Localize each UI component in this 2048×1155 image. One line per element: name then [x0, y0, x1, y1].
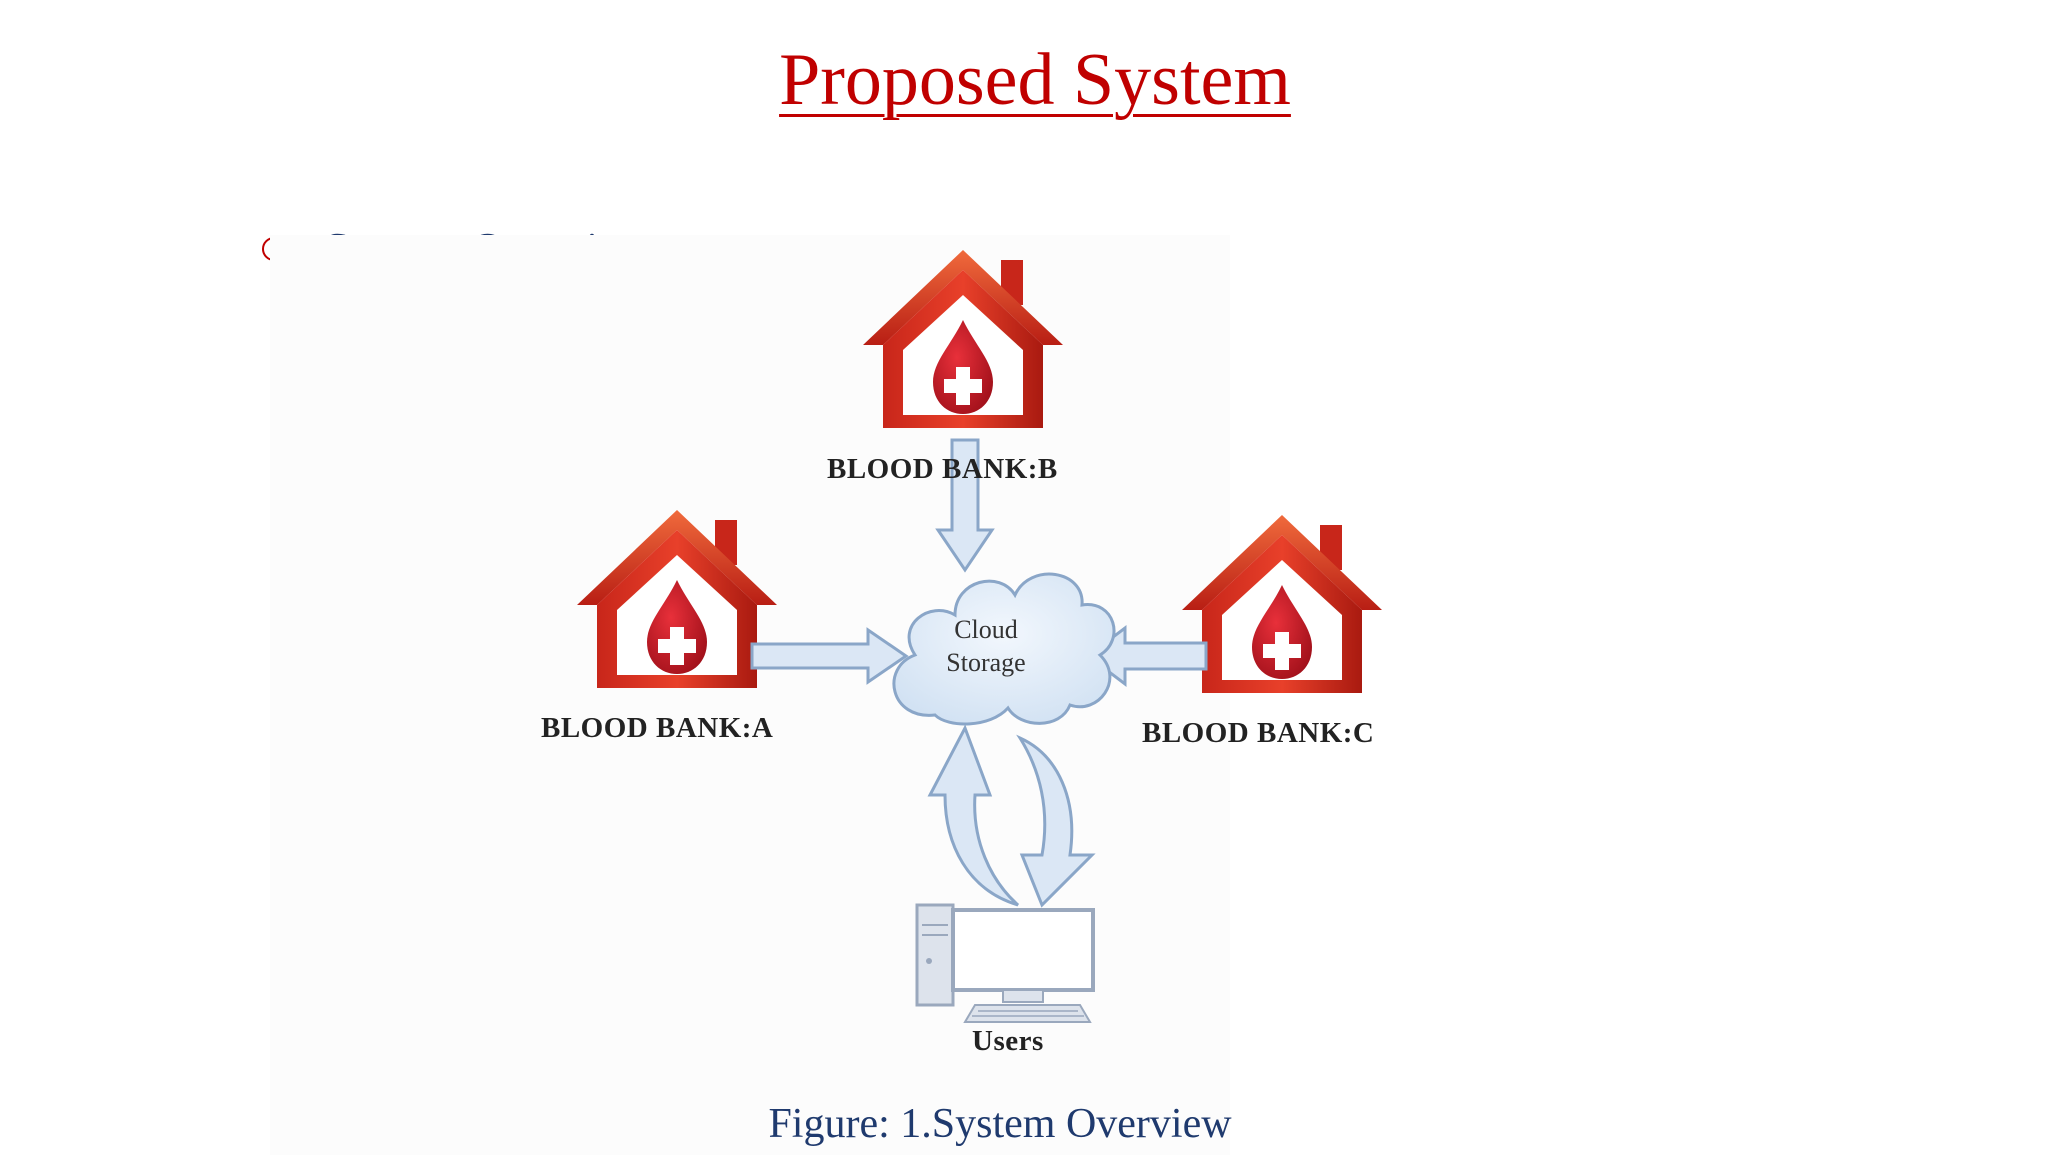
blood-bank-c-icon: [1182, 515, 1382, 693]
arrow-b-to-cloud: [935, 438, 995, 573]
cloud-storage-icon: [892, 572, 1116, 726]
users-label: Users: [972, 1025, 1044, 1057]
blood-bank-c-label: BLOOD BANK:C: [1142, 717, 1375, 749]
arrow-users-to-cloud: [927, 724, 1019, 907]
blood-bank-a-label: BLOOD BANK:A: [541, 712, 774, 744]
cloud-storage-label: Cloud Storage: [906, 613, 1066, 679]
blood-bank-b-icon: [863, 250, 1063, 428]
cloud-label-line-1: Cloud: [954, 615, 1018, 644]
page-title: Proposed System: [779, 39, 1291, 121]
blood-bank-b-label: BLOOD BANK:B: [827, 453, 1058, 485]
blood-bank-a-icon: [577, 510, 777, 688]
arrow-a-to-cloud: [750, 627, 909, 685]
arrow-cloud-to-users: [1016, 734, 1096, 908]
users-computer-icon: [915, 903, 1095, 1023]
cloud-label-line-2: Storage: [946, 648, 1026, 677]
figure-caption: Figure: 1.System Overview: [768, 1101, 1232, 1147]
